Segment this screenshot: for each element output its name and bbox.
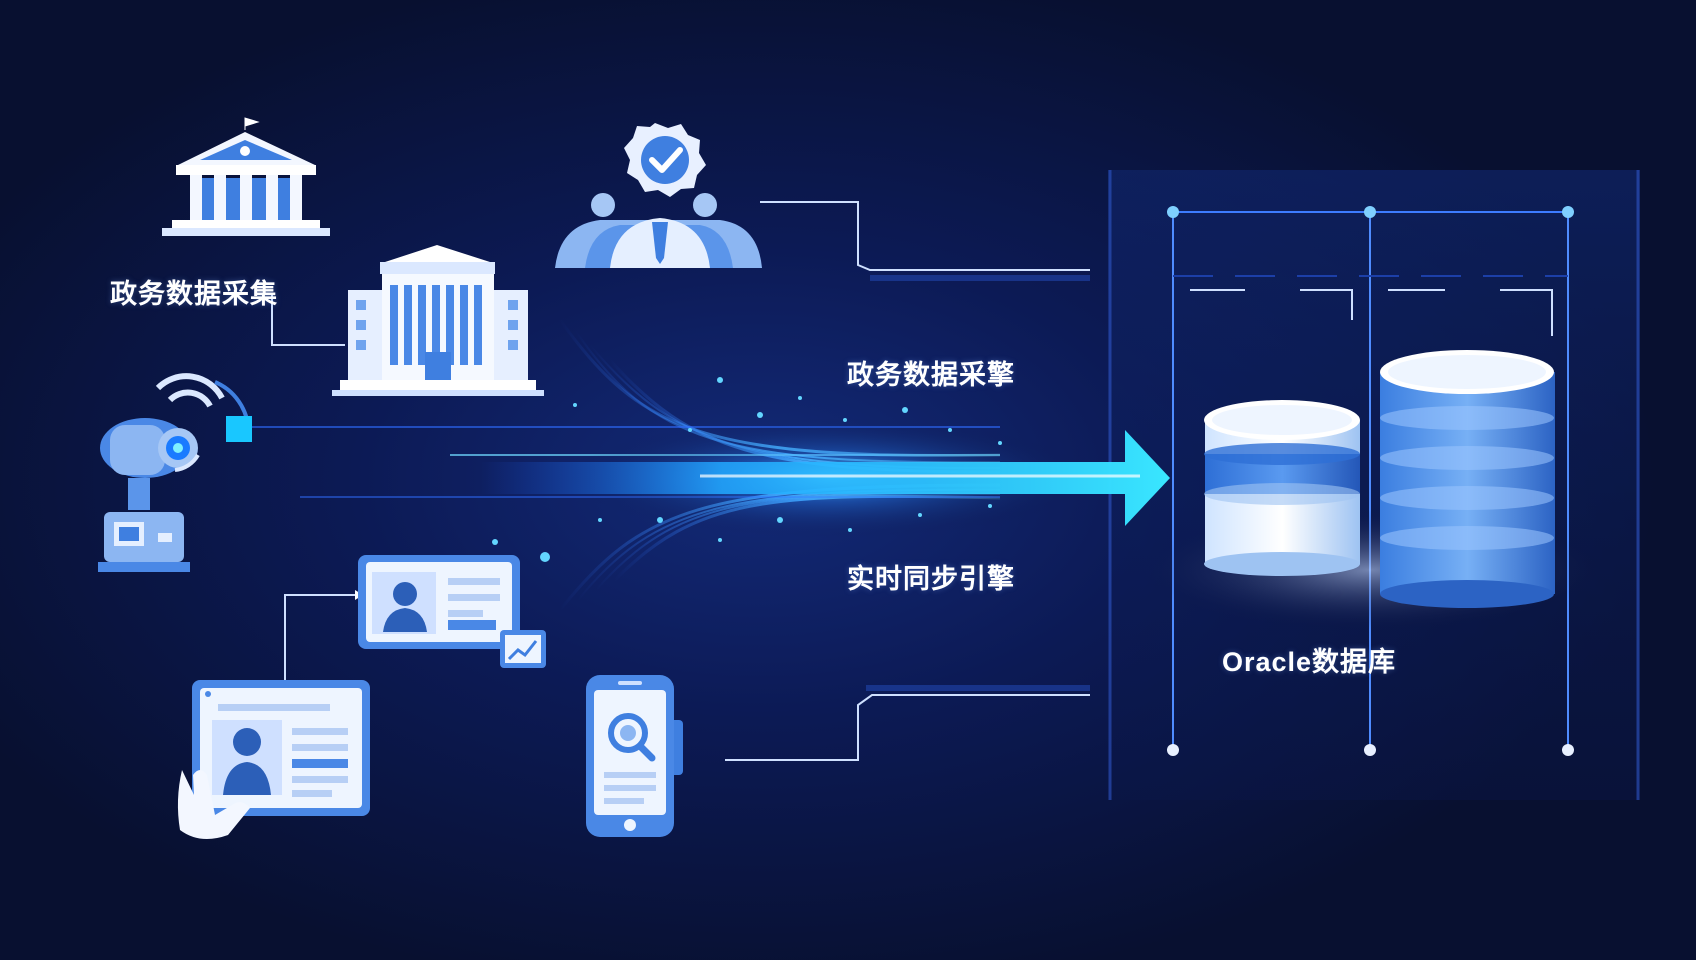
database-label: Oracle数据库 bbox=[1222, 647, 1397, 677]
connector-lines bbox=[271, 201, 1090, 761]
database-icon bbox=[1204, 400, 1360, 576]
sync-arrow bbox=[480, 430, 1170, 526]
government-building-icon bbox=[162, 117, 330, 236]
database-icon bbox=[1380, 350, 1555, 608]
profile-card-icon bbox=[358, 555, 546, 668]
engine-label-bottom: 实时同步引擎 bbox=[847, 564, 1015, 595]
surveillance-camera-icon bbox=[98, 373, 252, 572]
mobile-search-icon bbox=[586, 675, 683, 837]
verified-official-icon bbox=[555, 123, 762, 268]
tablet-profile-icon bbox=[177, 680, 370, 839]
office-building-icon bbox=[332, 245, 544, 396]
database-panel bbox=[1108, 170, 1640, 800]
particles bbox=[492, 377, 1002, 562]
engine-label-top: 政务数据采擎 bbox=[847, 360, 1015, 391]
collect-label: 政务数据采集 bbox=[110, 279, 278, 310]
